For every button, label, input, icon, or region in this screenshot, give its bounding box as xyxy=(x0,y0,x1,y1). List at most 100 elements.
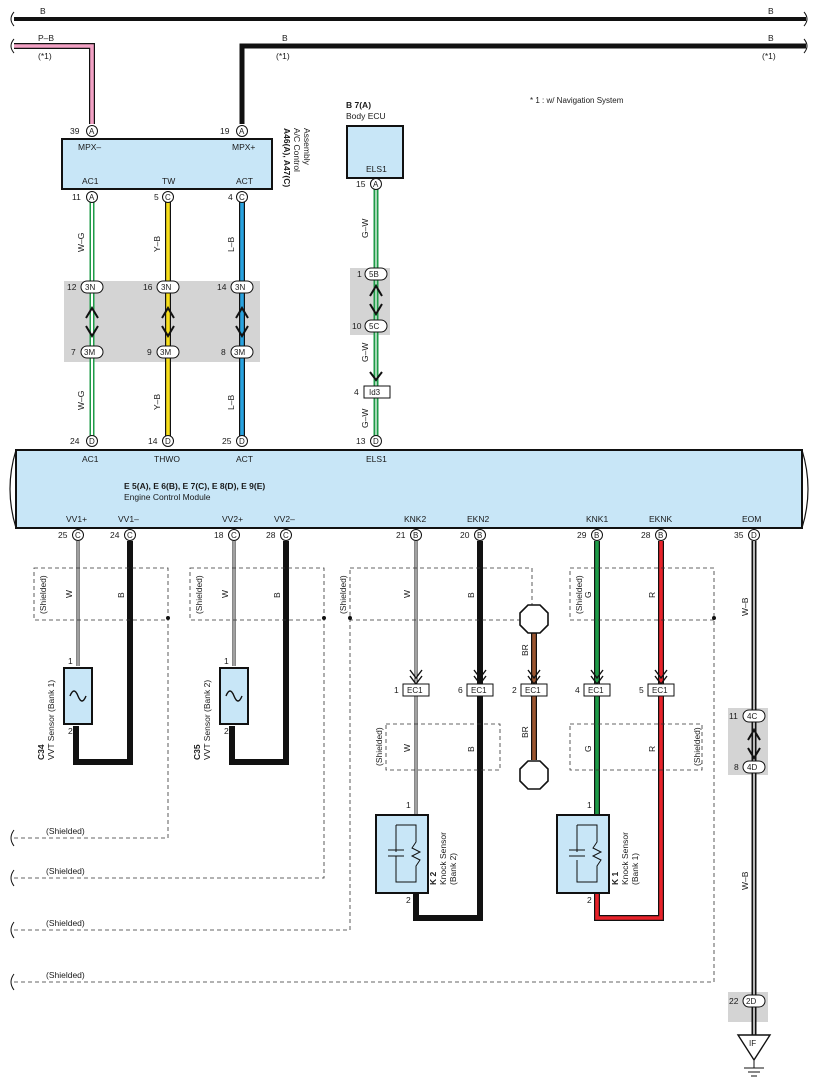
wires-ac-ecm xyxy=(89,186,379,440)
junction-connectors: 3N 12 3N 16 3N 14 3M 7 3M 9 3M 8 5B 1 5C… xyxy=(67,267,391,399)
octagon-terminal-bottom xyxy=(519,760,549,790)
junction-eom-gnd-conn: 2D xyxy=(746,997,756,1006)
wire-label-yb-1: Y–B xyxy=(152,236,162,252)
shield-dots xyxy=(166,616,716,620)
ecm-top-pin-thwo-conn: D xyxy=(165,437,171,446)
ecm-pin-vv1m-conn: C xyxy=(127,531,133,540)
junction-tw-bot-num: 9 xyxy=(147,347,152,357)
ecm-pin-eom-label: EOM xyxy=(742,514,761,524)
ec1-br-num: 2 xyxy=(512,685,517,695)
junction-eom-bot-num: 8 xyxy=(734,762,739,772)
ec1-connectors: EC1 1 EC1 6 EC1 2 EC1 4 EC1 5 xyxy=(394,669,675,697)
octagon-terminal-top xyxy=(519,604,549,634)
ac-pin-act-conn: C xyxy=(239,193,245,202)
ec1-eknk-conn: EC1 xyxy=(652,686,668,695)
shield-break-marks xyxy=(10,829,15,991)
junction-eom-bot-conn: 4D xyxy=(747,763,757,772)
wire-label-w-vv1: W xyxy=(64,590,74,598)
knock2-pin2: 2 xyxy=(406,895,411,905)
ecm-top-pin-act-label: ACT xyxy=(236,454,253,464)
ac-pin-mpxp-num: 19 xyxy=(220,126,230,136)
vvt1-pin1: 1 xyxy=(68,656,73,666)
ec1-ekn2-conn: EC1 xyxy=(471,686,487,695)
ecm-pin-vv1m-label: VV1– xyxy=(118,514,139,524)
wire-label-w-knk2-2: W xyxy=(402,744,412,752)
junction-ac1-bot-conn: 3M xyxy=(84,348,95,357)
eom-junctions: 4C 11 4D 8 2D 22 xyxy=(729,709,766,1008)
shield-label-vv1: (Shielded) xyxy=(38,575,48,614)
ecm-pin-knk1-label: KNK1 xyxy=(586,514,608,524)
vvt-sensor-bank2: 1 2 C35 VVT Sensor (Bank 2) xyxy=(192,656,249,760)
wire-label-lb-2: L–B xyxy=(226,395,236,410)
junction-eom-top-conn: 4C xyxy=(747,712,757,721)
ac-pin-mpxm-num: 39 xyxy=(70,126,80,136)
knock1-pin2: 2 xyxy=(587,895,592,905)
bus2-note-right: (*1) xyxy=(762,51,776,61)
shield-label-3: (Shielded) xyxy=(46,918,85,928)
knock-sensor-bank1: 1 2 K 1 Knock Sensor (Bank 1) xyxy=(556,800,640,905)
shield-labels: (Shielded) (Shielded) (Shielded) (Shield… xyxy=(38,575,702,980)
ac-pin-mpxp-label: MPX+ xyxy=(232,142,255,152)
shield-label-k2-lower: (Shielded) xyxy=(374,727,384,766)
ac-pin-mpxp-conn: A xyxy=(239,127,245,136)
wire-label-w-vv2: W xyxy=(220,590,230,598)
bus-b-label-right: B xyxy=(768,6,774,16)
ac-assembly-name2: Assembly xyxy=(302,128,312,166)
wires-lower xyxy=(73,541,757,1035)
bus2-b-label-left: B xyxy=(282,33,288,43)
piezo-icon xyxy=(569,824,603,883)
wire-labels-upper: W–G Y–B L–B G–W W–G Y–B L–B G–W G–W xyxy=(76,219,370,428)
junction-id3-conn: Id3 xyxy=(369,388,381,397)
shield-label-vv2: (Shielded) xyxy=(194,575,204,614)
ecm-bottom-pins: C 25 C 24 C 18 C 28 B 21 B 20 B 29 B 28 … xyxy=(58,529,760,541)
ecm-pin-knk1-num: 29 xyxy=(577,530,587,540)
ecm-pin-eom-num: 35 xyxy=(734,530,744,540)
shield-label-k1: (Shielded) xyxy=(574,575,584,614)
ecm-pin-knk2-label: KNK2 xyxy=(404,514,426,524)
ac-control-assembly: A 39 MPX– A 19 MPX+ AC1 TW ACT A46(A), A… xyxy=(61,125,312,190)
ecm-top-pin-act-conn: D xyxy=(239,437,245,446)
knock2-name2: (Bank 2) xyxy=(448,853,458,885)
wire-label-yb-2: Y–B xyxy=(152,394,162,410)
ecm-name: Engine Control Module xyxy=(124,492,211,502)
junction-act-top-conn: 3N xyxy=(235,283,245,292)
ecm-top-pin-act-num: 25 xyxy=(222,436,232,446)
ac-pin-mpxm-conn: A xyxy=(89,127,95,136)
wire-label-b-ekn2: B xyxy=(466,592,476,598)
body-ecu: B 7(A) Body ECU ELS1 15 xyxy=(346,100,404,189)
shield-boxes xyxy=(14,567,715,983)
knock2-pin1: 1 xyxy=(406,800,411,810)
ac-bottom-pins: A 11 C 5 C 4 A xyxy=(72,178,382,203)
knock2-code: K 2 xyxy=(428,872,438,886)
ec1-knk2-num: 1 xyxy=(394,685,399,695)
wire-label-lb-1: L–B xyxy=(226,237,236,252)
knock-sensor-bank2: 1 2 K 2 Knock Sensor (Bank 2) xyxy=(375,800,458,905)
ec1-br-conn: EC1 xyxy=(525,686,541,695)
shield-octagons xyxy=(519,604,549,790)
wire-label-b-vv2: B xyxy=(272,592,282,598)
ac-pin-tw-num: 5 xyxy=(154,192,159,202)
ecm-top-pin-ac1-label: AC1 xyxy=(82,454,99,464)
shield-label-k2: (Shielded) xyxy=(338,575,348,614)
ecm-pin-vv2p-num: 18 xyxy=(214,530,224,540)
junction-tw-top-num: 16 xyxy=(143,282,153,292)
ecm-top-pin-els1-num: 13 xyxy=(356,436,366,446)
ac-pin-ac1-label: AC1 xyxy=(82,176,99,186)
body-ecu-name: Body ECU xyxy=(346,111,386,121)
ecm-pin-vv2p-label: VV2+ xyxy=(222,514,243,524)
wire-label-br-1: BR xyxy=(520,644,530,656)
vvt1-code: C34 xyxy=(36,744,46,760)
junction-act-top-num: 14 xyxy=(217,282,227,292)
ground-label: IF xyxy=(749,1039,756,1048)
wire-label-br-2: BR xyxy=(520,726,530,738)
ecm-pin-vv2m-num: 28 xyxy=(266,530,276,540)
knock1-code: K 1 xyxy=(610,872,620,886)
ground-symbol: IF xyxy=(736,1034,772,1077)
ecm-top-pin-ac1-conn: D xyxy=(89,437,95,446)
ecm-pin-ekn2-num: 20 xyxy=(460,530,470,540)
vvt1-name: VVT Sensor (Bank 1) xyxy=(46,680,56,760)
knock2-name1: Knock Sensor xyxy=(438,832,448,885)
wire-label-w-knk2: W xyxy=(402,590,412,598)
vvt2-pin2: 2 xyxy=(224,726,229,736)
wire-label-gw-1: G–W xyxy=(360,219,370,238)
